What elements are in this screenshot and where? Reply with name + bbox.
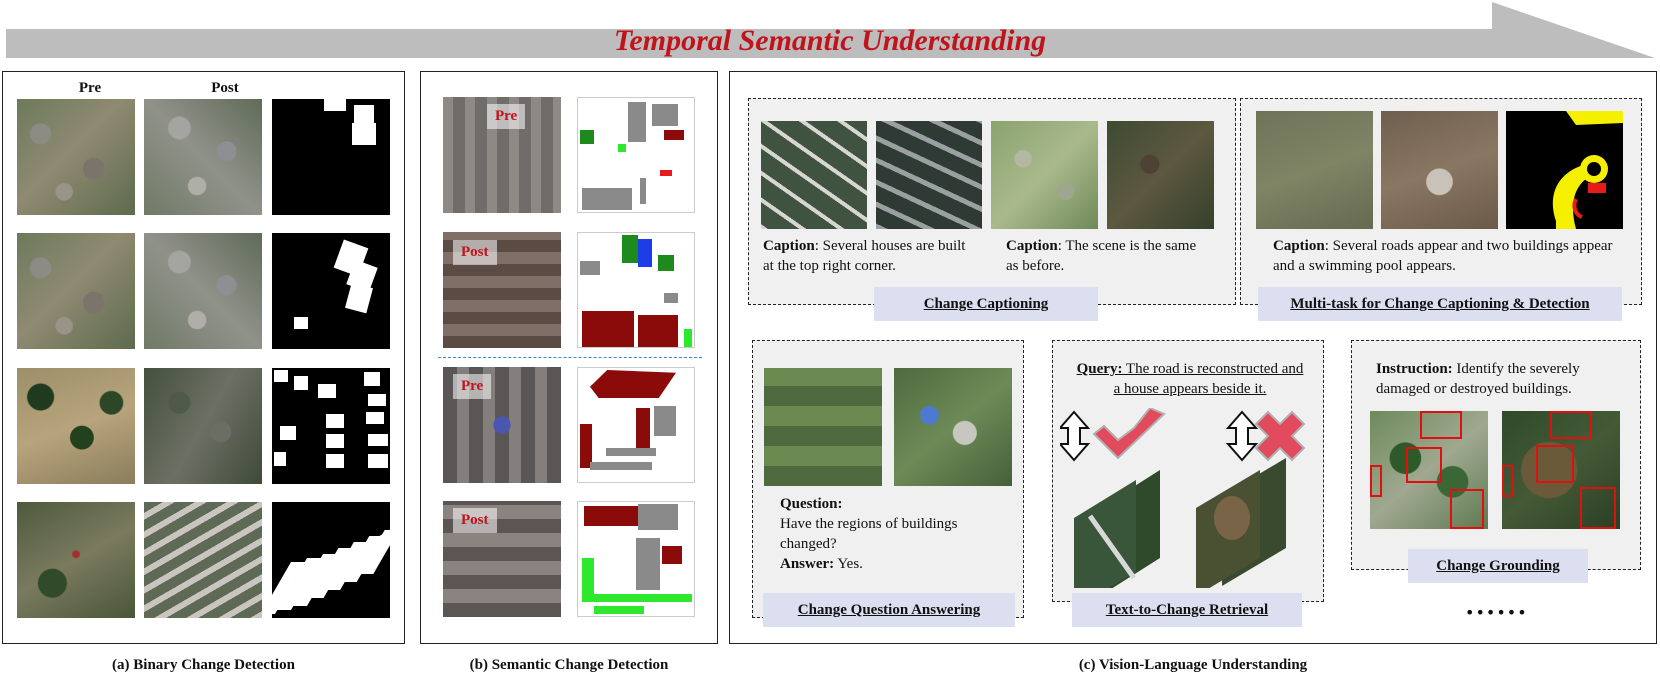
retrieval-pair-match — [1074, 470, 1160, 588]
mt-change-map — [1506, 111, 1623, 229]
change-mask-2 — [272, 233, 390, 349]
banner-title: Temporal Semantic Understanding — [613, 24, 1047, 57]
grounding-instruction: Instruction: Identify the severely damag… — [1376, 361, 1580, 397]
scd-label-post-1: Post — [453, 240, 497, 265]
double-arrow-icon-2 — [1225, 410, 1259, 462]
ellipsis: •••••• — [1465, 603, 1528, 622]
cc-image-4 — [1107, 121, 1214, 229]
scd-map-2 — [577, 232, 695, 348]
check-icon — [1092, 408, 1166, 460]
cc-image-1 — [761, 121, 867, 229]
temporal-arrow — [6, 2, 1655, 58]
cqa-question-text: Have the regions of buildings changed? — [780, 516, 958, 552]
cqa-answer: Answer: Yes. — [780, 556, 863, 572]
cc-image-3 — [991, 121, 1098, 229]
caption-vision-language: (c) Vision-Language Understanding — [1078, 657, 1308, 673]
cqa-question-label: Question: — [780, 496, 843, 512]
pre-image-1 — [17, 99, 135, 215]
post-image-2 — [144, 233, 262, 349]
change-mask-3 — [272, 368, 390, 484]
column-label-post: Post — [211, 80, 239, 96]
tag-retrieval: Text-to-Change Retrieval — [1072, 593, 1302, 627]
tag-change-captioning: Change Captioning — [874, 287, 1098, 321]
cc-image-2 — [876, 121, 982, 229]
caption-semantic-change-detection: (b) Semantic Change Detection — [469, 657, 669, 673]
retrieval-graphics — [1060, 408, 1306, 588]
post-image-1 — [144, 99, 262, 215]
pre-image-3 — [17, 368, 135, 484]
scd-map-3 — [577, 367, 695, 483]
retrieval-query: Query: The road is reconstructed and a h… — [1076, 361, 1304, 397]
tag-multitask: Multi-task for Change Captioning & Detec… — [1258, 287, 1622, 321]
column-label-pre: Pre — [78, 80, 102, 96]
mt-change-map-shapes — [1552, 111, 1623, 229]
cc-caption-2: Caption: The scene is the same as before… — [1006, 238, 1197, 274]
scd-label-pre-2: Pre — [453, 374, 492, 399]
cc-caption-1: Caption: Several houses are built at the… — [763, 238, 966, 274]
scd-separator — [438, 357, 702, 358]
scd-map-4 — [577, 501, 695, 617]
change-mask-4 — [272, 502, 390, 618]
retrieval-pair-mismatch — [1196, 458, 1286, 588]
mt-pre-image — [1256, 111, 1373, 229]
caption-binary-change-detection: (a) Binary Change Detection — [112, 657, 295, 673]
pre-image-4 — [17, 502, 135, 618]
cqa-pre-image — [764, 368, 882, 486]
cross-icon — [1254, 410, 1306, 462]
cqa-post-image — [894, 368, 1012, 486]
mt-post-image — [1381, 111, 1498, 229]
grounding-post-image — [1502, 411, 1620, 529]
pre-image-2 — [17, 233, 135, 349]
post-image-3 — [144, 368, 262, 484]
scd-label-post-2: Post — [453, 508, 497, 533]
mt-caption: Caption: Several roads appear and two bu… — [1273, 238, 1613, 274]
tag-change-grounding: Change Grounding — [1408, 549, 1588, 583]
tag-change-qa: Change Question Answering — [763, 593, 1015, 627]
double-arrow-icon-1 — [1060, 410, 1091, 462]
scd-label-pre-1: Pre — [487, 104, 526, 129]
grounding-pre-image — [1370, 411, 1488, 529]
change-mask-1 — [272, 99, 390, 215]
scd-map-1 — [577, 97, 695, 213]
post-image-4 — [144, 502, 262, 618]
